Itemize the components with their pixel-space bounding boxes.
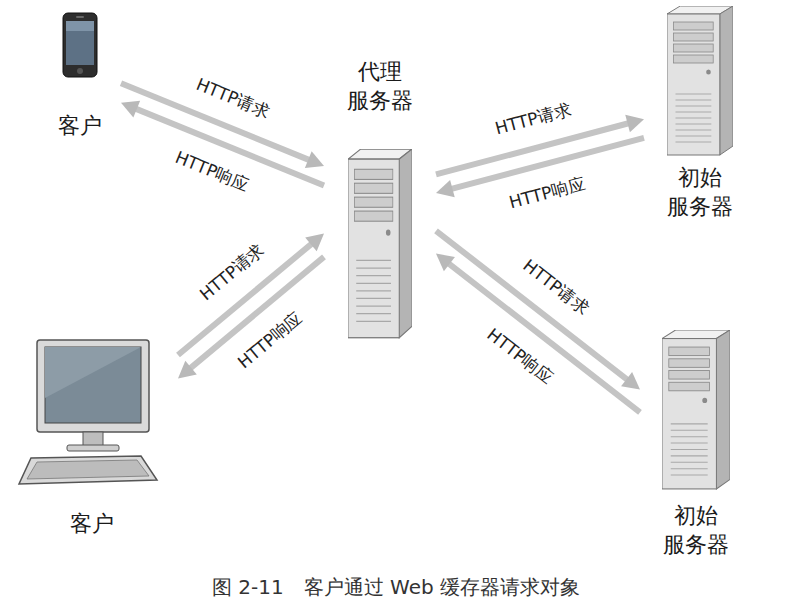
device-node: 初始 服务器 [646,330,746,559]
server-icon [348,149,412,339]
edge-label: HTTP响应 [482,323,559,389]
arrow-head [121,101,140,118]
arrow-head [621,372,640,390]
server-icon [667,6,733,156]
device-illustration [17,338,167,488]
edge-label: HTTP请求 [192,73,275,123]
http-arrow [178,257,324,379]
http-arrow [436,254,640,413]
node-label: 代理 服务器 [346,58,414,115]
edge-label: HTTP响应 [232,306,308,374]
edge-label: HTTP请求 [491,98,575,139]
edge-label: HTTP请求 [195,238,271,306]
device-node: 代理 服务器 [330,58,430,339]
arrow-head [436,254,455,272]
arrow-head [305,233,324,251]
edge-label: HTTP请求 [517,254,594,320]
device-node: 客户 [12,338,172,539]
phone-icon [62,12,98,78]
edge-label: HTTP响应 [505,173,589,214]
arrow-head [436,180,455,197]
edge-label: HTTP响应 [170,146,253,196]
arrow-head [178,361,197,379]
arrow-head [305,151,324,168]
http-arrow [436,231,640,390]
device-illustration [62,12,98,78]
node-label: 初始 服务器 [666,164,734,221]
desktop-icon [17,338,167,488]
figure-caption: 图 2-11 客户通过 Web 缓存器请求对象 [0,574,792,601]
device-illustration [667,6,733,156]
arrow-head [625,115,644,132]
node-label: 客户 [58,510,126,539]
device-node: 初始 服务器 [650,6,750,221]
device-node: 客户 [45,12,115,141]
http-arrow [178,233,324,355]
device-illustration [348,149,412,339]
node-label: 客户 [46,112,114,141]
device-illustration [662,330,730,490]
node-label: 初始 服务器 [662,502,730,559]
server-icon [662,330,730,490]
